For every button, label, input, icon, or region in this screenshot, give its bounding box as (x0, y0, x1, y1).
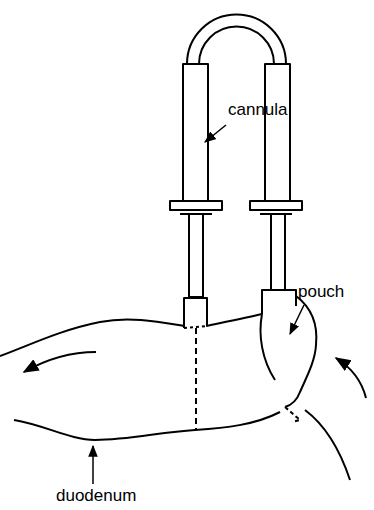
part-label: pouch (298, 283, 344, 302)
cannula-tube (183, 64, 208, 201)
duodenum-wall (0, 319, 184, 356)
pouch-wall (261, 314, 275, 380)
collar-edge (184, 326, 207, 328)
leader-arrow (290, 305, 304, 334)
division-line (195, 328, 197, 430)
cannula-bend (187, 15, 286, 65)
cannula-tube (265, 64, 290, 201)
duodenum-wall (305, 410, 350, 480)
cannula-flange (250, 201, 302, 210)
duodenum-wall (206, 314, 262, 326)
cannula-collar (184, 298, 207, 328)
pouch-wall (285, 296, 316, 407)
cannula-stem (189, 214, 203, 297)
pouch-flap (285, 407, 300, 422)
part-label: duodenum (56, 487, 136, 506)
flow-arrow (336, 358, 366, 398)
cannula-flange (170, 201, 222, 210)
cannula-bend (199, 27, 274, 65)
cannula-stem (271, 214, 285, 290)
leader-arrow (92, 446, 94, 484)
part-label: cannula (228, 101, 288, 120)
duodenum-wall (14, 412, 280, 440)
cannula-collar (262, 290, 296, 314)
leader-arrow (205, 125, 226, 142)
flow-arrow (24, 352, 96, 372)
